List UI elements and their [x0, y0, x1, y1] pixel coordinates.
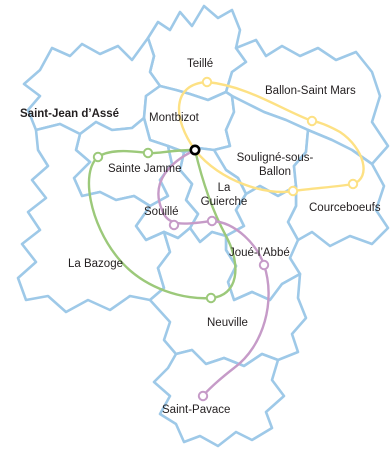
label-saint-pavace: Saint-Pavace — [162, 404, 231, 416]
stop-teille[interactable] — [201, 76, 213, 88]
label-ballon-saint-mars: Ballon-Saint Mars — [265, 85, 356, 97]
label-la-guierche: La Guierche — [189, 181, 259, 209]
label-la-bazoge: La Bazoge — [68, 258, 123, 270]
label-la-guierche-line-2: Guierche — [200, 196, 248, 208]
label-souligne-line-1: Souligné-sous- — [236, 152, 314, 164]
commune-boundaries — [16, 4, 390, 448]
stop-courceboeufs[interactable] — [347, 178, 359, 190]
commune-saint-pavace[interactable] — [152, 348, 286, 448]
route-line-green[interactable] — [87, 148, 237, 300]
label-neuville: Neuville — [207, 317, 248, 329]
label-saint-jean-dasse: Saint-Jean d’Assé — [20, 108, 120, 120]
stop-ballon-saint-mars[interactable] — [306, 115, 318, 127]
stop-joue-labbe[interactable] — [258, 259, 270, 271]
stop-montbizot-hub[interactable] — [189, 144, 201, 156]
label-joue-labbe: Joué-l’Abbé — [229, 247, 290, 259]
label-teille: Teillé — [187, 58, 214, 70]
stop-sainte-jamme-west[interactable] — [92, 151, 104, 163]
stop-la-guierche[interactable] — [206, 215, 218, 227]
label-montbizot: Montbizot — [149, 112, 199, 124]
label-souligne-line-2: Ballon — [259, 166, 291, 178]
stop-souligne-sous-ballon[interactable] — [287, 185, 299, 197]
stop-souille[interactable] — [168, 219, 180, 231]
stop-saint-pavace[interactable] — [197, 390, 209, 402]
stop-neuville[interactable] — [205, 292, 217, 304]
label-souligne-sous-ballon: Souligné-sous- Ballon — [230, 151, 320, 179]
label-souille: Souillé — [144, 206, 179, 218]
stop-sainte-jamme-east[interactable] — [142, 147, 154, 159]
stops — [92, 76, 359, 402]
commune-neuville[interactable] — [148, 226, 308, 368]
label-courceboeufs: Courceboeufs — [309, 202, 381, 214]
label-la-guierche-line-1: La — [217, 182, 231, 194]
label-sainte-jamme: Sainte Jamme — [108, 163, 182, 175]
route-line-purple[interactable] — [157, 148, 270, 398]
